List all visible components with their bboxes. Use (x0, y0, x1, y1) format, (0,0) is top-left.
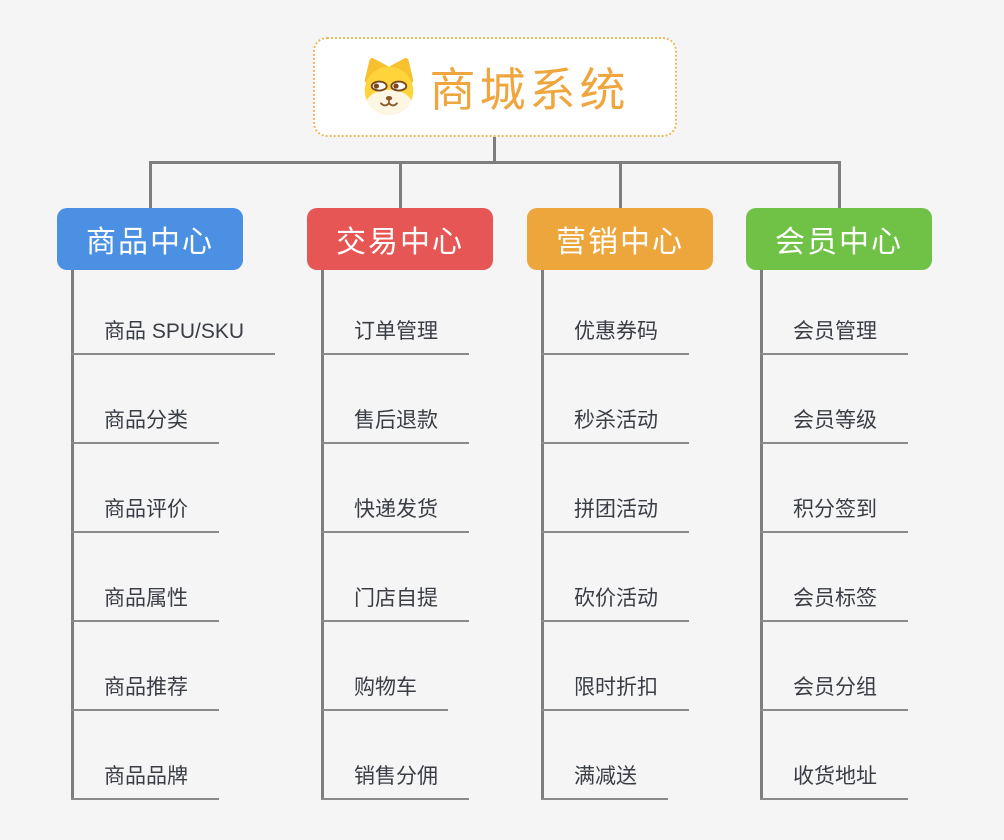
connector-cross-bar (149, 161, 841, 164)
leaf-node[interactable]: 满减送 (541, 762, 668, 800)
branch-node-product-center[interactable]: 商品中心 (57, 208, 243, 270)
branch-node-trade-center[interactable]: 交易中心 (307, 208, 493, 270)
branch-node-member-center[interactable]: 会员中心 (746, 208, 932, 270)
leaf-node[interactable]: 秒杀活动 (541, 406, 689, 444)
leaf-node[interactable]: 商品属性 (71, 584, 219, 622)
leaf-node[interactable]: 优惠券码 (541, 317, 689, 355)
branch-trunk-line (760, 270, 763, 800)
connector-drop-line (149, 161, 152, 208)
branch-trunk-line (321, 270, 324, 800)
root-title: 商城系统 (429, 64, 630, 116)
branch-trunk-line (71, 270, 74, 800)
branch-trunk-line (541, 270, 544, 800)
leaf-node[interactable]: 砍价活动 (541, 584, 689, 622)
connector-drop-line (399, 161, 402, 208)
connector-root-stem (493, 137, 496, 164)
leaf-node[interactable]: 会员等级 (760, 406, 908, 444)
connector-drop-line (838, 161, 841, 208)
branch-label: 交易中心 (336, 226, 464, 259)
leaf-node[interactable]: 快递发货 (321, 495, 469, 533)
leaf-node[interactable]: 销售分佣 (321, 762, 469, 800)
leaf-node[interactable]: 商品分类 (71, 406, 219, 444)
leaf-node[interactable]: 商品品牌 (71, 762, 219, 800)
leaf-node[interactable]: 购物车 (321, 673, 448, 711)
branch-node-marketing-center[interactable]: 营销中心 (527, 208, 713, 270)
leaf-node[interactable]: 订单管理 (321, 317, 469, 355)
leaf-node[interactable]: 门店自提 (321, 584, 469, 622)
branch-label: 营销中心 (556, 226, 684, 259)
leaf-node[interactable]: 会员分组 (760, 673, 908, 711)
leaf-node[interactable]: 会员管理 (760, 317, 908, 355)
leaf-node[interactable]: 积分签到 (760, 495, 908, 533)
leaf-node[interactable]: 商品评价 (71, 495, 219, 533)
branch-label: 商品中心 (86, 226, 214, 259)
branch-label: 会员中心 (775, 226, 903, 259)
root-node[interactable]: 商城系统 (313, 37, 677, 137)
leaf-node[interactable]: 商品 SPU/SKU (71, 317, 276, 355)
dog-face-icon (364, 58, 413, 115)
leaf-node[interactable]: 商品推荐 (71, 673, 219, 711)
leaf-node[interactable]: 拼团活动 (541, 495, 689, 533)
leaf-node[interactable]: 会员标签 (760, 584, 908, 622)
leaf-node[interactable]: 售后退款 (321, 406, 469, 444)
connector-drop-line (619, 161, 622, 208)
leaf-node[interactable]: 收货地址 (760, 762, 908, 800)
leaf-node[interactable]: 限时折扣 (541, 673, 689, 711)
